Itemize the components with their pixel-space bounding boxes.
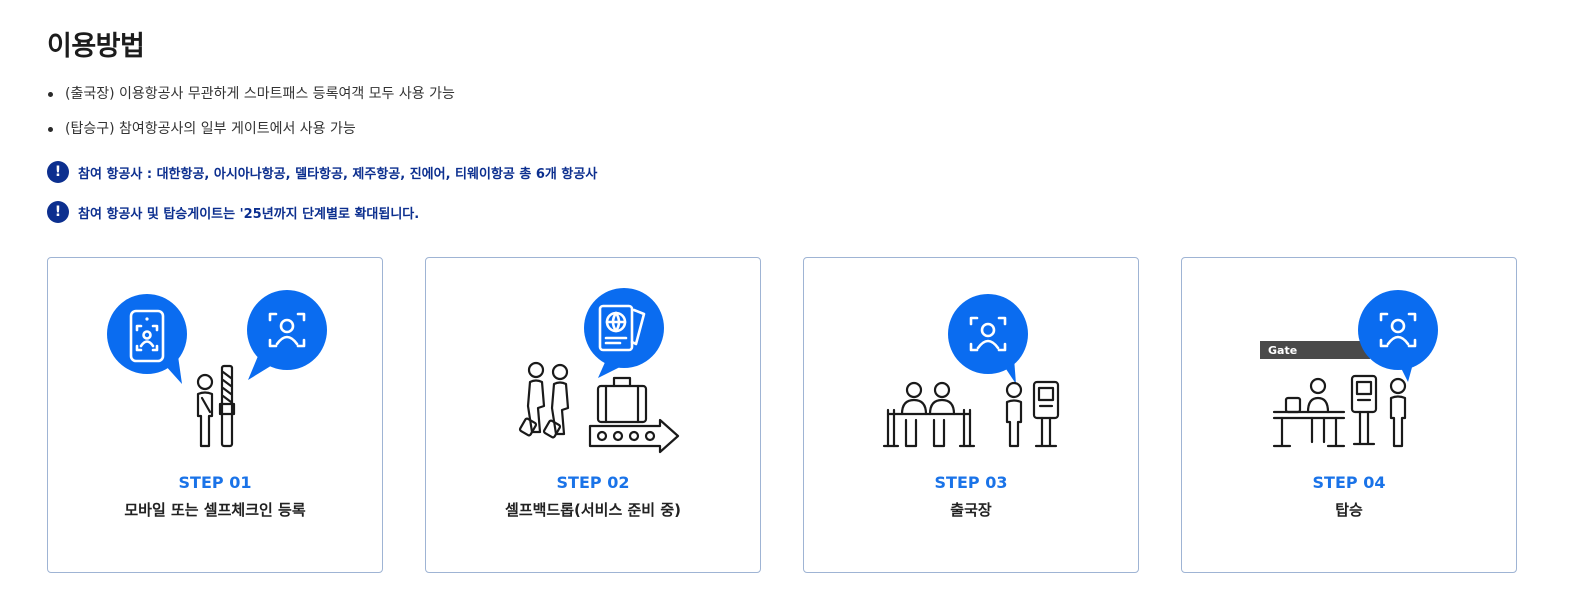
- gate-sign-text: Gate: [1268, 344, 1297, 357]
- step-description: 출국장: [950, 501, 992, 519]
- notice-expansion: ! 참여 항공사 및 탑승게이트는 '25년까지 단계별로 확대됩니다.: [47, 200, 597, 224]
- boarding-gate-icon: Gate: [1260, 290, 1438, 448]
- step-label: STEP 04: [1312, 473, 1386, 492]
- step-card-02: STEP 02 셀프백드롭(서비스 준비 중): [425, 257, 761, 573]
- notice-airlines-text: 참여 항공사 : 대한항공, 아시아나항공, 델타항공, 제주항공, 진에어, …: [78, 166, 598, 182]
- departure-face-scan-icon: [882, 294, 1060, 448]
- exclamation-icon: !: [47, 201, 69, 223]
- exclamation-icon: !: [47, 161, 69, 183]
- step-label: STEP 01: [178, 473, 252, 492]
- passport-baggage-icon: [518, 288, 680, 454]
- step-card-01: STEP 01 모바일 또는 셀프체크인 등록: [47, 257, 383, 573]
- step-label: STEP 02: [556, 473, 630, 492]
- usage-bullet-list: (출국장) 이용항공사 무관하게 스마트패스 등록여객 모두 사용 가능 (탑승…: [47, 82, 455, 152]
- step-description: 탑승: [1335, 501, 1363, 519]
- step-description: 모바일 또는 셀프체크인 등록: [124, 501, 306, 519]
- notice-airlines: ! 참여 항공사 : 대한항공, 아시아나항공, 델타항공, 제주항공, 진에어…: [47, 160, 597, 184]
- step-card-04: Gate: [1181, 257, 1517, 573]
- step-card-03: STEP 03 출국장: [803, 257, 1139, 573]
- step-description: 셀프백드롭(서비스 준비 중): [505, 501, 681, 519]
- bullet-boarding-gate: (탑승구) 참여항공사의 일부 게이트에서 사용 가능: [47, 117, 455, 152]
- notice-list: ! 참여 항공사 : 대한항공, 아시아나항공, 델타항공, 제주항공, 진에어…: [47, 160, 597, 240]
- step-label: STEP 03: [934, 473, 1008, 492]
- bullet-departure: (출국장) 이용항공사 무관하게 스마트패스 등록여객 모두 사용 가능: [47, 82, 455, 117]
- page-title: 이용방법: [47, 31, 145, 62]
- face-scan-mobile-icon: [107, 290, 327, 448]
- notice-expansion-text: 참여 항공사 및 탑승게이트는 '25년까지 단계별로 확대됩니다.: [78, 206, 420, 222]
